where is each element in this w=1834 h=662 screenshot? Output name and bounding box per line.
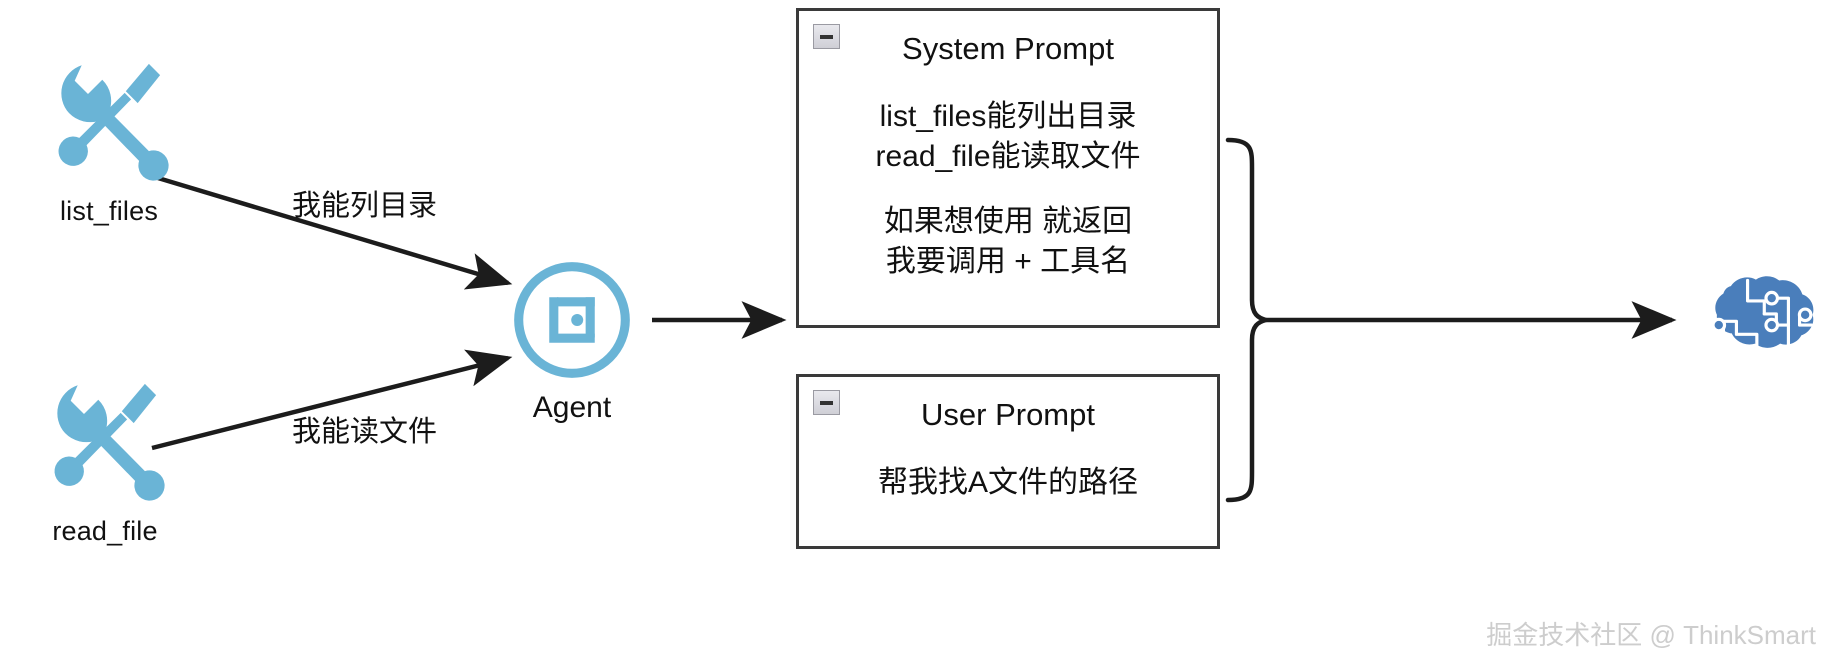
system-prompt-line: read_file能读取文件: [875, 139, 1141, 173]
tool-label-read-file: read_file: [52, 516, 158, 546]
minus-icon-bar: [820, 400, 833, 405]
agent-node[interactable]: Agent: [472, 255, 672, 425]
system-prompt-paragraph-1: list_files能列出目录 read_file能读取文件: [799, 97, 1217, 176]
system-prompt-title: System Prompt: [902, 31, 1114, 66]
edge-label-read-file: 我能读文件: [292, 416, 438, 448]
minus-icon[interactable]: [813, 24, 840, 49]
edge-label-list-files: 我能列目录: [292, 190, 438, 222]
tools-icon: [54, 383, 165, 501]
group-brace: [1225, 137, 1267, 503]
tool-label-list-files: list_files: [59, 196, 159, 226]
system-prompt-paragraph-2: 如果想使用 就返回 我要调用 + 工具名: [799, 202, 1217, 281]
system-prompt-line: 如果想使用 就返回: [883, 205, 1133, 239]
system-prompt-line: 我要调用 + 工具名: [885, 244, 1131, 278]
llm-node[interactable]: [1690, 272, 1820, 367]
user-prompt-line: 帮我找A文件的路径: [877, 466, 1138, 499]
brain-circuit-icon: [1711, 276, 1814, 361]
tool-node-read-file[interactable]: read_file: [10, 372, 200, 547]
user-prompt-box[interactable]: User Prompt 帮我找A文件的路径: [796, 374, 1220, 549]
agent-label: Agent: [532, 391, 612, 424]
user-prompt-title: User Prompt: [921, 397, 1095, 432]
agent-circle-icon: [514, 262, 630, 378]
minus-icon[interactable]: [813, 390, 840, 415]
system-prompt-body: list_files能列出目录 read_file能读取文件 如果想使用 就返回…: [799, 97, 1217, 281]
minus-icon-bar: [820, 34, 833, 39]
tools-icon: [58, 63, 169, 181]
watermark: 掘金技术社区 @ ThinkSmart: [1486, 620, 1816, 650]
user-prompt-paragraph-1: 帮我找A文件的路径: [799, 463, 1217, 503]
user-prompt-body: 帮我找A文件的路径: [799, 463, 1217, 503]
system-prompt-line: list_files能列出目录: [879, 100, 1137, 133]
system-prompt-box[interactable]: System Prompt list_files能列出目录 read_file能…: [796, 8, 1220, 328]
tool-node-list-files[interactable]: list_files: [14, 52, 204, 227]
